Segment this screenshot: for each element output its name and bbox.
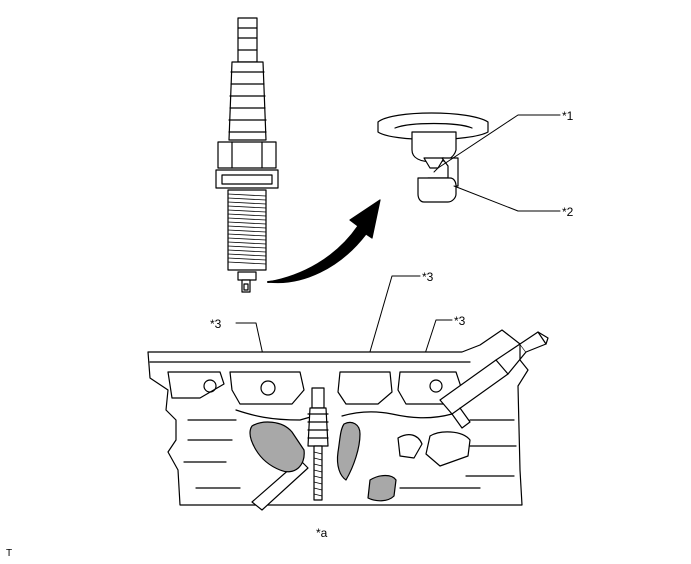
curved-arrow-icon bbox=[267, 199, 381, 284]
spark-plug-illustration bbox=[215, 17, 279, 293]
callout-3-right: *3 bbox=[454, 314, 466, 328]
callout-2: *2 bbox=[562, 205, 574, 219]
cylinder-head-illustration bbox=[147, 329, 549, 511]
view-label-a: *a bbox=[316, 526, 328, 540]
electrode-closeup bbox=[377, 112, 489, 203]
callout-3-middle: *3 bbox=[422, 270, 434, 284]
highlight-area-left bbox=[249, 421, 305, 473]
callout-3-left: *3 bbox=[210, 317, 222, 331]
highlight-area-right bbox=[367, 474, 397, 502]
corner-mark: T bbox=[6, 548, 13, 559]
highlight-area-middle bbox=[336, 421, 361, 481]
callout-1: *1 bbox=[562, 109, 574, 123]
